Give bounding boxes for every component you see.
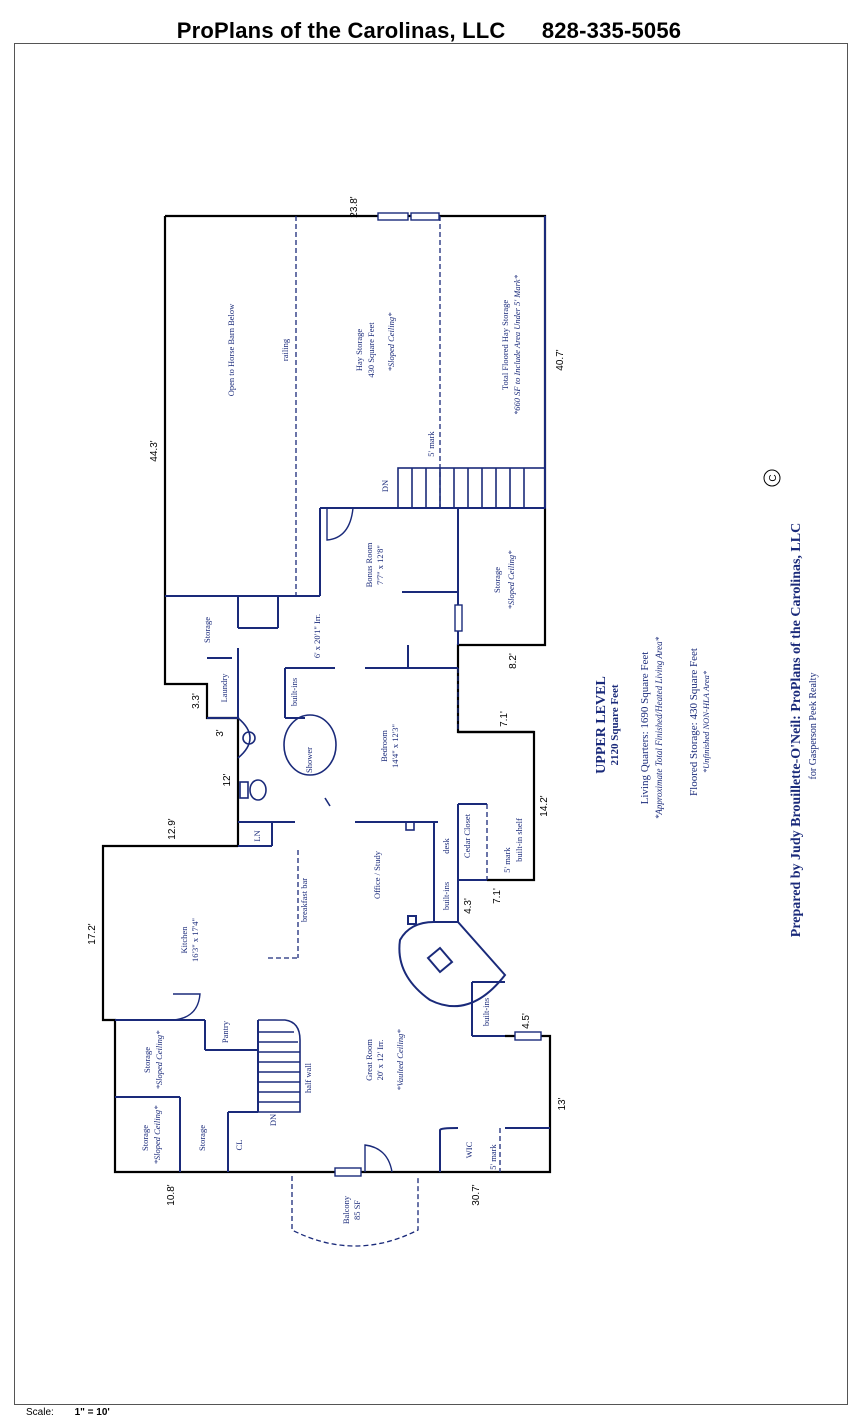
label-storage-b-ceiling: *Sloped Ceiling* <box>152 1105 162 1165</box>
company-phone: 828-335-5056 <box>541 18 682 43</box>
dim-3: 3' <box>215 729 226 737</box>
bathroom-fixtures <box>237 714 415 831</box>
label-pantry: Pantry <box>220 1020 230 1043</box>
label-storage-c: Storage <box>197 1125 207 1151</box>
summary-prepared: Prepared by Judy Brouillette-O'Neil: Pro… <box>789 523 804 937</box>
label-hay-storage: Hay Storage <box>354 329 364 371</box>
label-five-mark-3: 5' mark <box>488 1144 498 1170</box>
label-cl: CL <box>234 1140 244 1151</box>
label-breakfast-bar: breakfast bar <box>299 878 309 922</box>
dim-14-2: 14.2' <box>539 795 550 816</box>
label-hay-ceiling: *Sloped Ceiling* <box>386 312 396 372</box>
summary-total: 2120 Square Feet <box>609 684 621 765</box>
dim-30-7: 30.7' <box>471 1184 482 1205</box>
label-storage-right-ceiling: *Sloped Ceiling* <box>506 550 516 610</box>
label-bedroom-dim: 14'4" x 12'3" <box>390 724 400 768</box>
drawing-frame <box>14 43 848 1405</box>
label-kitchen-dim: 16'3" x 17'4" <box>190 918 200 962</box>
dim-13: 13' <box>557 1097 568 1110</box>
label-storage-b: Storage <box>140 1125 150 1151</box>
dim-4-3: 4.3' <box>463 898 474 914</box>
label-kitchen: Kitchen <box>179 926 189 954</box>
label-balcony-sf: 85 SF <box>352 1200 362 1220</box>
label-open-below: Open to Horse Barn Below <box>226 303 236 396</box>
label-office: Office / Study <box>372 850 382 899</box>
label-half-wall: half wall <box>303 1062 313 1093</box>
dim-12-9: 12.9' <box>167 818 178 839</box>
label-floored-storage: Total Floored Hay Storage <box>500 300 510 391</box>
label-storage-a-ceiling: *Sloped Ceiling* <box>154 1030 164 1090</box>
stairs-upper <box>397 467 546 509</box>
label-builtin-shelf: built-in shelf <box>514 818 524 862</box>
label-great-ceiling: *Vaulted Ceiling* <box>395 1029 405 1091</box>
label-cedar: Cedar Closet <box>462 813 472 858</box>
dim-3-3: 3.3' <box>191 693 202 709</box>
copyright-mark: C <box>763 469 781 487</box>
label-balcony: Balcony <box>341 1195 351 1224</box>
dim-7-1b: 7.1' <box>492 888 503 904</box>
company-name: ProPlans of the Carolinas, LLC <box>176 18 506 43</box>
label-bedroom: Bedroom <box>379 730 389 762</box>
label-ln: LN <box>252 830 262 841</box>
label-wic: WIC <box>464 1141 474 1158</box>
label-builtins-1: built-ins <box>289 678 299 706</box>
dim-10-8: 10.8' <box>166 1184 177 1205</box>
label-hay-sf: 430 Square Feet <box>366 322 376 378</box>
label-storage-a: Storage <box>142 1047 152 1073</box>
dim-17-2: 17.2' <box>87 923 98 944</box>
summary-floored-note: *Unfinished NON-HLA Area* <box>701 670 711 773</box>
label-five-mark-2: 5' mark <box>502 847 512 873</box>
dim-4-5: 4.5' <box>521 1013 532 1029</box>
summary-block: UPPER LEVEL 2120 Square Feet Living Quar… <box>594 523 819 937</box>
dim-44-3: 44.3' <box>149 440 160 461</box>
label-railing: railing <box>280 338 290 361</box>
dim-40-7: 40.7' <box>555 349 566 370</box>
label-builtins-3: built-ins <box>481 998 491 1026</box>
label-laundry: Laundry <box>219 673 229 703</box>
label-bonus-room: Bonus Room <box>364 542 374 587</box>
label-great-dim: 20' x 12' Irr. <box>375 1040 385 1081</box>
label-five-mark-1: 5' mark <box>426 431 436 457</box>
dim-23-8: 23.8' <box>349 196 360 217</box>
summary-for: for Gasperson Peek Realty <box>808 673 819 780</box>
scale-value: 1" = 10' <box>74 1407 110 1418</box>
label-storage-right: Storage <box>492 567 502 593</box>
label-bonus-dim: 7'7" x 12'8" <box>375 545 385 585</box>
page-header: ProPlans of the Carolinas, LLC 828-335-5… <box>0 18 858 44</box>
summary-level: UPPER LEVEL <box>594 676 609 774</box>
label-builtins-2: built-ins <box>441 882 451 910</box>
summary-floored: Floored Storage: 430 Square Feet <box>688 648 700 796</box>
room-labels: Open to Horse Barn Below railing Hay Sto… <box>140 274 524 1224</box>
exterior-walls <box>101 214 552 1174</box>
stairs-lower <box>258 1019 301 1113</box>
summary-living-note: *Approximate Total Finished/Heated Livin… <box>654 636 664 819</box>
scale-note: Scale: 1" = 10' <box>26 1407 110 1418</box>
fireplace <box>398 915 507 1008</box>
label-desk: desk <box>441 837 451 853</box>
summary-living: Living Quarters: 1690 Square Feet <box>639 652 651 805</box>
label-great-room: Great Room <box>364 1039 374 1081</box>
dim-7-1a: 7.1' <box>499 711 510 727</box>
dimension-labels: 23.8' 44.3' 40.7' 8.2' 3.3' 3' 12' 7.1' … <box>87 196 568 1205</box>
copyright-symbol: C <box>768 474 779 481</box>
label-shower: Shower <box>304 747 314 773</box>
dashed-lines <box>268 216 501 1247</box>
label-storage-left: Storage <box>202 617 212 643</box>
label-hall-dim: 6' x 20'1" Irr. <box>312 614 322 658</box>
dim-12: 12' <box>222 773 233 786</box>
label-floored-note: *660 SF to Include Area Under 5' Mark* <box>512 274 522 415</box>
scale-label: Scale: <box>26 1407 54 1418</box>
label-dn-1: DN <box>380 480 390 492</box>
label-dn-2: DN <box>268 1114 278 1126</box>
dim-8-2: 8.2' <box>508 653 519 669</box>
doors-windows <box>172 212 542 1177</box>
